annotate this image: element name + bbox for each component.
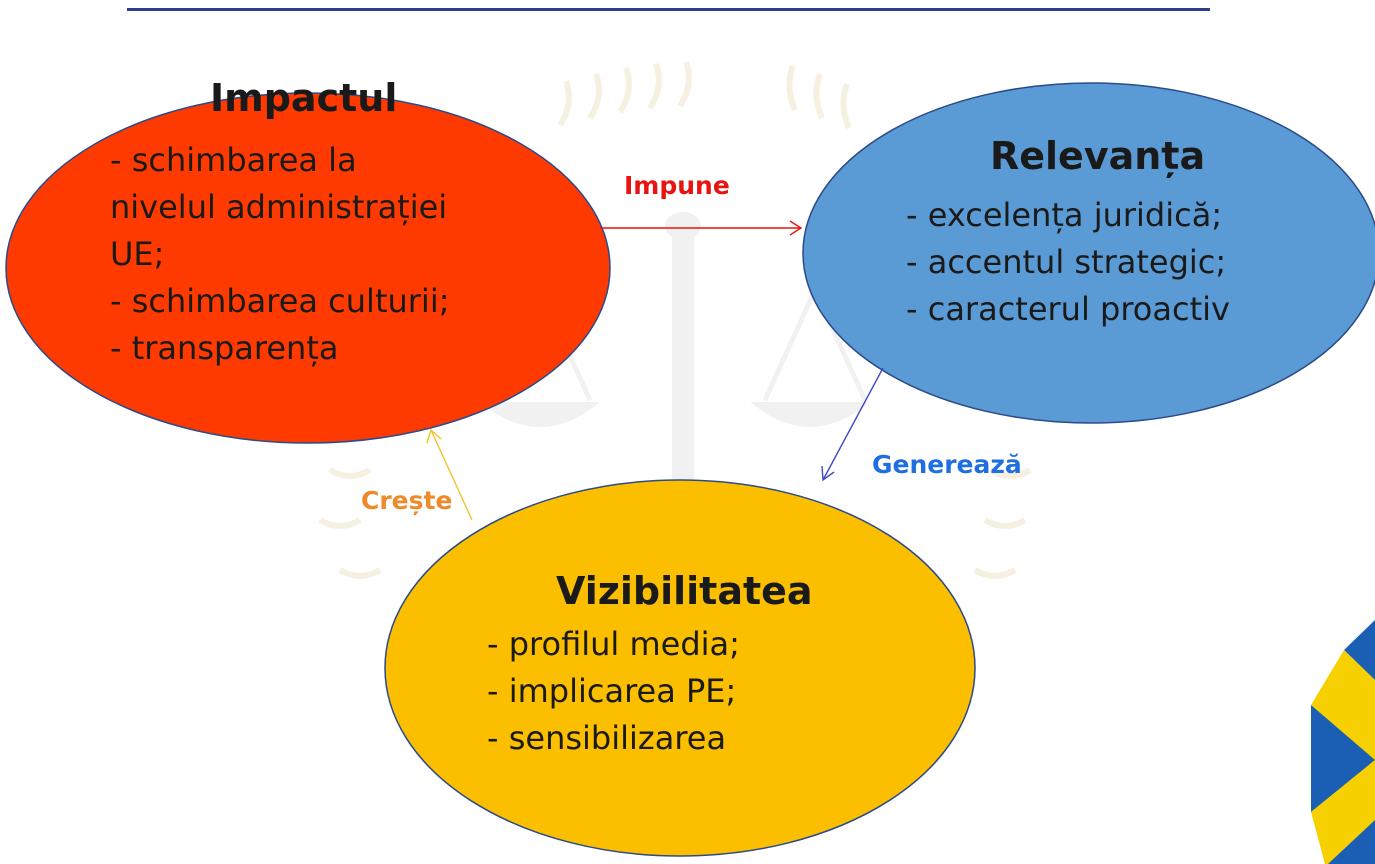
eu-logo-corner xyxy=(1311,620,1375,864)
arrow-genereaza xyxy=(821,367,884,482)
arrow-impune xyxy=(600,220,803,236)
impact-title: Impactul xyxy=(210,76,398,120)
relevance-title: Relevanța xyxy=(990,134,1206,178)
edge-label-impune: Impune xyxy=(624,171,730,200)
visibility-ellipse xyxy=(384,479,976,857)
top-border-line xyxy=(127,8,1210,11)
impact-line: - schimbarea la xyxy=(110,141,357,179)
visibility-title: Vizibilitatea xyxy=(556,569,813,613)
visibility-list: - profilul media; - implicarea PE; - sen… xyxy=(487,621,740,762)
impact-line: UE; xyxy=(110,235,165,273)
visibility-line: - profilul media; xyxy=(487,625,740,663)
impact-ellipse xyxy=(5,92,611,444)
impact-list: - schimbarea la nivelul administrației U… xyxy=(110,137,449,372)
impact-line: - transparența xyxy=(110,329,339,367)
scales-watermark xyxy=(318,60,1032,579)
impact-line: nivelul administrației xyxy=(110,188,448,226)
edge-label-creste: Crește xyxy=(361,486,453,515)
visibility-line: - sensibilizarea xyxy=(487,719,727,757)
relevance-line: - caracterul proactiv xyxy=(906,290,1230,328)
visibility-line: - implicarea PE; xyxy=(487,672,737,710)
relevance-line: - accentul strategic; xyxy=(906,243,1227,281)
arrow-creste xyxy=(426,428,473,521)
impact-line: - schimbarea culturii; xyxy=(110,282,450,320)
relevance-ellipse xyxy=(802,82,1375,424)
relevance-list: - excelența juridică; - accentul strateg… xyxy=(906,192,1230,333)
edge-label-genereaza: Generează xyxy=(872,450,1022,479)
relevance-line: - excelența juridică; xyxy=(906,196,1223,234)
